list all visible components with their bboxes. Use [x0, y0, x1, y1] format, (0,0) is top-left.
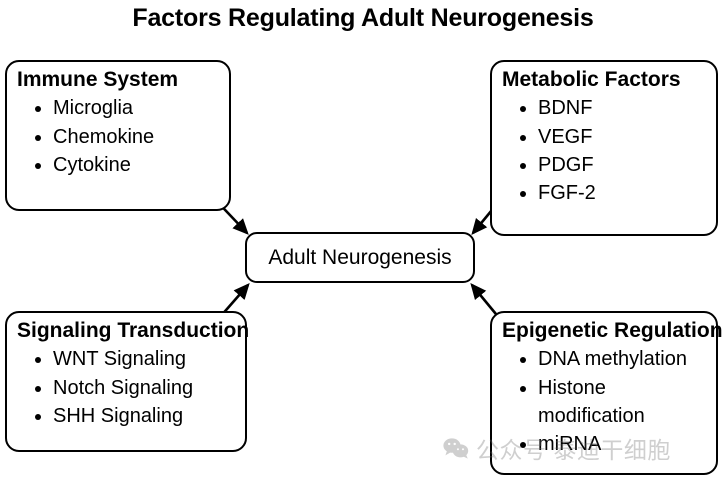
- node-list-item: SHH Signaling: [31, 402, 235, 430]
- node-epigenetic-regulation[interactable]: Epigenetic Regulation DNA methylation Hi…: [490, 311, 723, 475]
- node-title: Metabolic Factors: [502, 68, 681, 91]
- node-list-item: Histone modification: [516, 374, 706, 431]
- node-title: Immune System: [17, 68, 179, 91]
- node-immune-system[interactable]: Immune System Microglia Chemokine Cytoki…: [5, 60, 231, 211]
- node-list-item: Notch Signaling: [31, 374, 235, 402]
- node-title: Epigenetic Regulation: [502, 319, 723, 342]
- node-signaling-transduction[interactable]: Signaling Transduction WNT Signaling Not…: [5, 311, 250, 452]
- node-list-item: Chemokine: [31, 123, 219, 151]
- node-list-item: Microglia: [31, 94, 219, 122]
- page-title: Factors Regulating Adult Neurogenesis: [132, 4, 594, 32]
- node-item-list: DNA methylation Histone modification miR…: [502, 345, 706, 459]
- node-metabolic-factors[interactable]: Metabolic Factors BDNF VEGF PDGF FGF-2: [490, 60, 718, 236]
- node-item-list: WNT Signaling Notch Signaling SHH Signal…: [17, 345, 235, 430]
- node-adult-neurogenesis[interactable]: Adult Neurogenesis: [245, 232, 475, 283]
- node-item-list: BDNF VEGF PDGF FGF-2: [502, 94, 706, 208]
- center-node-label: Adult Neurogenesis: [268, 245, 452, 269]
- node-item-list: Microglia Chemokine Cytokine: [17, 94, 219, 179]
- node-list-item: PDGF: [516, 151, 706, 179]
- node-list-item: WNT Signaling: [31, 345, 235, 373]
- node-list-item: Cytokine: [31, 151, 219, 179]
- node-list-item: VEGF: [516, 123, 706, 151]
- node-list-item: miRNA: [516, 430, 706, 458]
- node-list-item: FGF-2: [516, 179, 706, 207]
- wechat-icon: [443, 438, 469, 459]
- node-list-item: DNA methylation: [516, 345, 706, 373]
- node-title: Signaling Transduction: [17, 319, 250, 342]
- node-list-item: BDNF: [516, 94, 706, 122]
